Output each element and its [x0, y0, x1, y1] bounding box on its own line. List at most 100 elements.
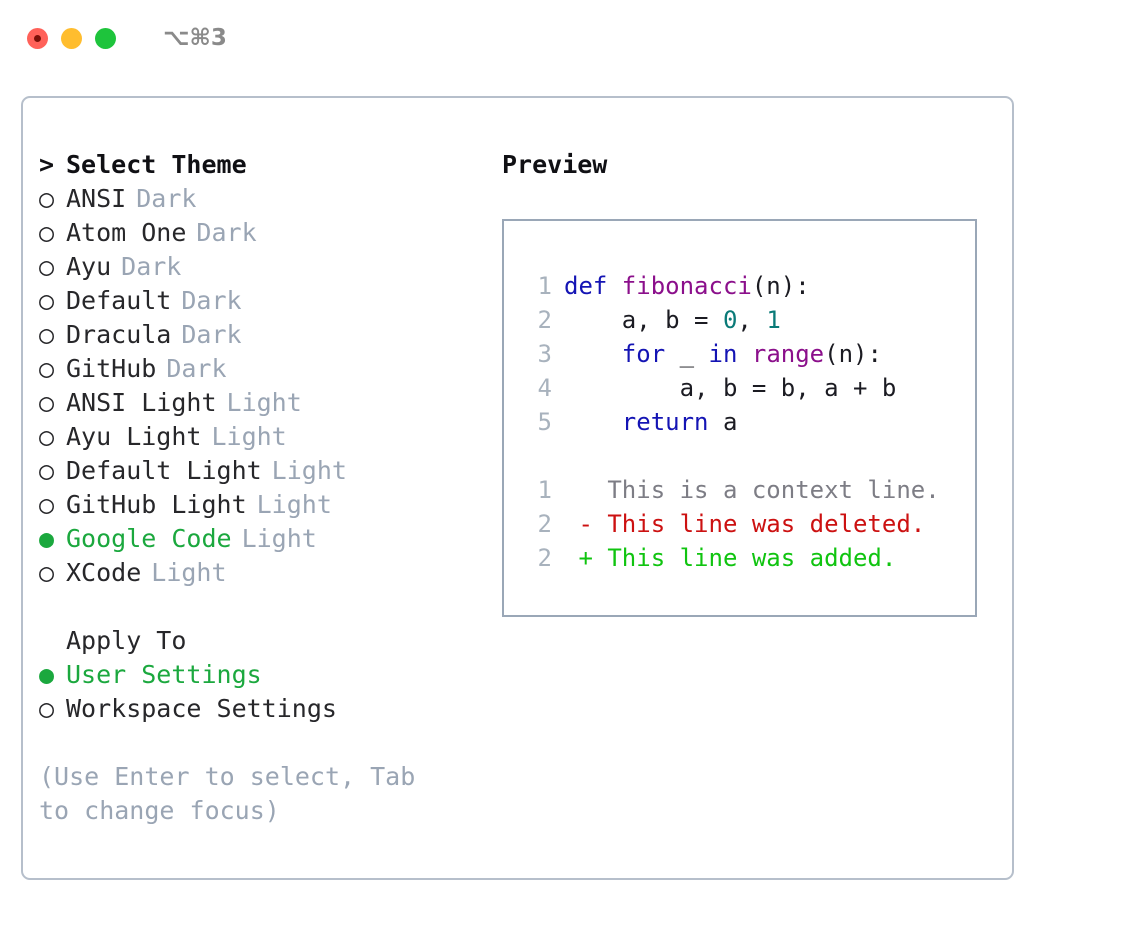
- theme-variant: Dark: [181, 286, 242, 315]
- apply-to-label: Workspace Settings: [66, 694, 337, 723]
- line-number: 3: [537, 340, 552, 368]
- radio-unselected-icon[interactable]: ○: [39, 456, 55, 485]
- preview-title: Preview: [502, 150, 608, 179]
- theme-label: Dracula: [66, 320, 172, 349]
- theme-label: Ayu: [66, 252, 112, 281]
- code-token-keyword: return: [621, 408, 709, 436]
- radio-unselected-icon[interactable]: ○: [39, 354, 55, 383]
- title-bar: ⌥⌘3: [0, 0, 1140, 76]
- line-number: 2: [537, 306, 552, 334]
- theme-label: Ayu Light: [66, 422, 202, 451]
- code-token-function: range: [751, 340, 825, 368]
- code-token-number: 1: [766, 306, 781, 334]
- theme-variant: Light: [226, 388, 302, 417]
- theme-option-ayu-dark[interactable]: ○ Ayu Dark: [39, 250, 489, 284]
- zoom-button[interactable]: [95, 27, 116, 49]
- code-token-keyword: in: [708, 340, 738, 368]
- minimize-button[interactable]: [61, 27, 82, 49]
- diff-text: + This line was added.: [564, 544, 897, 572]
- theme-option-ayu-light[interactable]: ○ Ayu Light Light: [39, 420, 489, 454]
- traffic-lights: [27, 27, 116, 49]
- radio-unselected-icon[interactable]: ○: [39, 694, 55, 723]
- line-number: 2: [537, 544, 552, 572]
- theme-option-default-dark[interactable]: ○ Default Dark: [39, 284, 489, 318]
- line-number: 1: [537, 272, 552, 300]
- theme-picker-header: > Select Theme: [39, 148, 489, 182]
- code-line: 4 a, b = b, a + b: [522, 371, 975, 405]
- theme-option-dracula-dark[interactable]: ○ Dracula Dark: [39, 318, 489, 352]
- radio-unselected-icon[interactable]: ○: [39, 184, 55, 213]
- theme-variant: Light: [241, 524, 317, 553]
- apply-to-section: ○ Apply To: [39, 624, 489, 658]
- theme-variant: Light: [271, 456, 347, 485]
- diff-line-deleted: 2 - This line was deleted.: [522, 507, 975, 541]
- code-token-plain: [564, 405, 622, 439]
- panel-content: > Select Theme ○ ANSI Dark ○ Atom One Da…: [23, 98, 1012, 878]
- keyboard-shortcut-label: ⌥⌘3: [163, 25, 227, 51]
- theme-label: Atom One: [66, 218, 187, 247]
- code-token-plain: (n):: [751, 272, 810, 300]
- code-line: 1 def fibonacci (n):: [522, 269, 975, 303]
- keyboard-hint: (Use Enter to select, Tab to change focu…: [39, 762, 416, 825]
- prompt-caret-icon: >: [39, 150, 55, 179]
- radio-unselected-icon[interactable]: ○: [39, 422, 55, 451]
- code-line: 5 return a: [522, 405, 975, 439]
- theme-variant: Light: [256, 490, 332, 519]
- theme-variant: Light: [151, 558, 227, 587]
- radio-unselected-icon[interactable]: ○: [39, 218, 55, 247]
- theme-option-github-dark[interactable]: ○ GitHub Dark: [39, 352, 489, 386]
- theme-option-atom-one-dark[interactable]: ○ Atom One Dark: [39, 216, 489, 250]
- code-token-plain: [737, 337, 751, 371]
- theme-option-default-light[interactable]: ○ Default Light Light: [39, 454, 489, 488]
- radio-unselected-icon[interactable]: ○: [39, 388, 55, 417]
- theme-picker-title: Select Theme: [66, 150, 247, 179]
- theme-picker: > Select Theme ○ ANSI Dark ○ Atom One Da…: [39, 148, 489, 726]
- theme-option-google-code[interactable]: ● Google Code Light: [39, 522, 489, 556]
- theme-option-xcode[interactable]: ○ XCode Light: [39, 556, 489, 590]
- theme-label: XCode: [66, 558, 142, 587]
- theme-variant: Light: [211, 422, 287, 451]
- theme-label: GitHub Light: [66, 490, 247, 519]
- theme-label: ANSI Light: [66, 388, 217, 417]
- theme-label: GitHub: [66, 354, 157, 383]
- radio-unselected-icon[interactable]: ○: [39, 320, 55, 349]
- theme-label: Default Light: [66, 456, 262, 485]
- radio-unselected-icon[interactable]: ○: [39, 490, 55, 519]
- radio-selected-icon[interactable]: ●: [39, 524, 55, 553]
- diff-line-context: 1 This is a context line.: [522, 473, 975, 507]
- apply-to-label: User Settings: [66, 660, 262, 689]
- radio-unselected-icon[interactable]: ○: [39, 286, 55, 315]
- radio-selected-icon[interactable]: ●: [39, 660, 55, 689]
- diff-text: - This line was deleted.: [564, 510, 926, 538]
- apply-to-option-user-settings[interactable]: ● User Settings: [39, 658, 489, 692]
- code-token-plain: a, b =: [564, 306, 723, 334]
- code-token-plain: ,: [737, 306, 767, 334]
- code-token-plain: _: [665, 340, 709, 368]
- preview-box: 1 def fibonacci (n): 2 a, b = 0 , 1 3: [502, 219, 977, 617]
- theme-variant: Dark: [136, 184, 197, 213]
- list-spacer: [39, 590, 489, 624]
- code-token-function: fibonacci: [621, 272, 752, 300]
- line-number: 1: [537, 476, 552, 504]
- theme-label: Google Code: [66, 524, 232, 553]
- theme-variant: Dark: [166, 354, 227, 383]
- code-token-keyword: def: [564, 272, 622, 300]
- theme-option-github-light[interactable]: ○ GitHub Light Light: [39, 488, 489, 522]
- theme-label: ANSI: [66, 184, 127, 213]
- line-number: 2: [537, 510, 552, 538]
- theme-option-ansi-dark[interactable]: ○ ANSI Dark: [39, 182, 489, 216]
- code-token-plain: [564, 337, 622, 371]
- line-number: 4: [537, 374, 552, 402]
- apply-to-indent: ○: [39, 624, 66, 658]
- theme-option-ansi-light[interactable]: ○ ANSI Light Light: [39, 386, 489, 420]
- close-button[interactable]: [27, 27, 48, 49]
- theme-variant: Dark: [181, 320, 242, 349]
- diff-text: This is a context line.: [564, 476, 940, 504]
- radio-unselected-icon[interactable]: ○: [39, 558, 55, 587]
- apply-to-option-workspace-settings[interactable]: ○ Workspace Settings: [39, 692, 489, 726]
- radio-unselected-icon[interactable]: ○: [39, 252, 55, 281]
- code-token-keyword: for: [621, 340, 666, 368]
- code-token-plain: a: [708, 408, 738, 436]
- code-line: 3 for _ in range (n):: [522, 337, 975, 371]
